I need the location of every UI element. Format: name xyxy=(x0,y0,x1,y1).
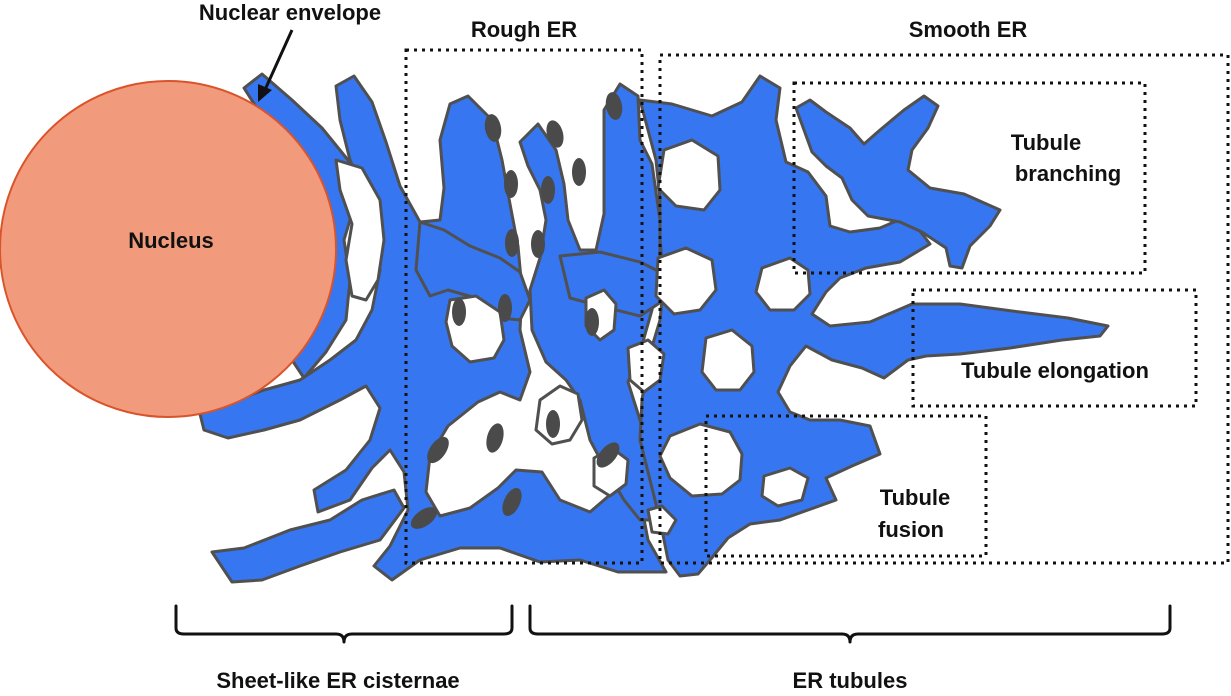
tubule-fusion-box xyxy=(704,414,988,558)
nuclear-envelope-label: Nuclear envelope xyxy=(199,0,381,25)
ribosome xyxy=(605,92,623,120)
er-tubules-label: ER tubules xyxy=(793,668,908,693)
ribosomes xyxy=(410,92,623,529)
nucleus-circle xyxy=(0,80,337,418)
ribosome xyxy=(486,423,504,453)
tubule-elongation-label: Tubule elongation xyxy=(961,358,1149,383)
ribosome xyxy=(502,487,522,517)
ribosome xyxy=(596,442,620,468)
ribosome xyxy=(484,114,502,142)
ribosome xyxy=(452,298,466,326)
tubule-branching-label-line1: Tubule xyxy=(1011,130,1081,155)
smooth-er-label: Smooth ER xyxy=(909,17,1028,42)
sheet-like-label: Sheet-like ER cisternae xyxy=(216,668,459,693)
er-network xyxy=(198,72,1110,584)
rough-er-label: Rough ER xyxy=(471,17,577,42)
rough-er-box xyxy=(404,48,644,565)
ribosome xyxy=(546,410,560,438)
tubule-branching-label-line2: branching xyxy=(1015,161,1121,186)
ribosome xyxy=(505,229,519,257)
tubule-fusion-label-line2: fusion xyxy=(878,517,944,542)
ribosome xyxy=(585,308,599,336)
nuclear-envelope-arrow xyxy=(262,29,294,93)
tubule-branching-box xyxy=(792,81,1147,275)
nucleus-label: Nucleus xyxy=(128,228,214,253)
ribosome xyxy=(541,176,555,204)
ribosome xyxy=(531,230,545,258)
smooth-er-box xyxy=(658,53,1230,565)
ribosome xyxy=(546,120,564,148)
sheet-like-brace xyxy=(174,604,514,644)
ribosome xyxy=(504,170,518,198)
ribosome xyxy=(498,294,512,322)
tubule-fusion-label-line1: Tubule xyxy=(880,485,950,510)
ribosome xyxy=(410,507,438,529)
ribosome xyxy=(427,436,449,464)
ribosome xyxy=(572,158,586,186)
arrow-head-icon xyxy=(258,84,272,102)
er-tubules-brace xyxy=(528,604,1172,644)
